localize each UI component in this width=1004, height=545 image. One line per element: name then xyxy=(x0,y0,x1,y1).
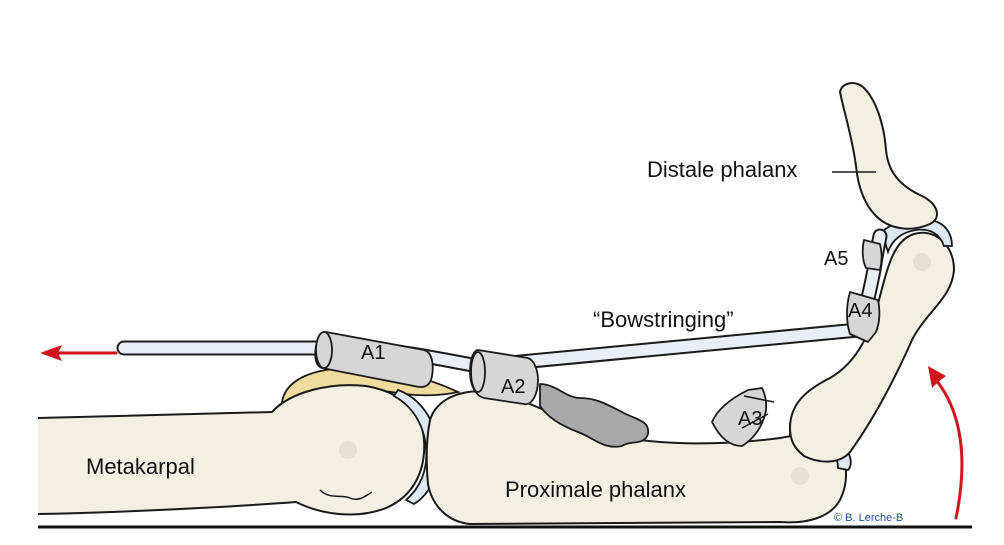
a4-pulley xyxy=(846,291,881,343)
a4-label: A4 xyxy=(848,300,872,322)
proximal-phalanx-label: Proximale phalanx xyxy=(505,477,686,502)
a3-label: A3 xyxy=(738,408,762,430)
metacarpal-bone xyxy=(37,384,426,516)
pull-arrow xyxy=(40,345,118,361)
distal-phalanx-label: Distale phalanx xyxy=(647,157,797,182)
a5-label: A5 xyxy=(824,248,848,270)
bowstringing-label: “Bowstringing” xyxy=(593,307,734,332)
a5-pulley xyxy=(861,239,883,271)
a1-label: A1 xyxy=(361,342,385,364)
proximal-phalanx-bone xyxy=(425,390,847,525)
flexion-arrow xyxy=(928,366,964,520)
metacarpal-label: Metakarpal xyxy=(86,454,195,479)
copyright-label: © B. Lerche-B xyxy=(834,512,903,524)
a2-pulley-remnant xyxy=(539,383,649,448)
a2-pulley xyxy=(469,349,539,406)
a3-pulley xyxy=(711,387,768,447)
flexor-tendon xyxy=(118,230,886,372)
distal-phalanx-bone xyxy=(839,82,938,230)
middle-phalanx-bone xyxy=(789,231,955,463)
a2-label: A2 xyxy=(501,376,525,398)
